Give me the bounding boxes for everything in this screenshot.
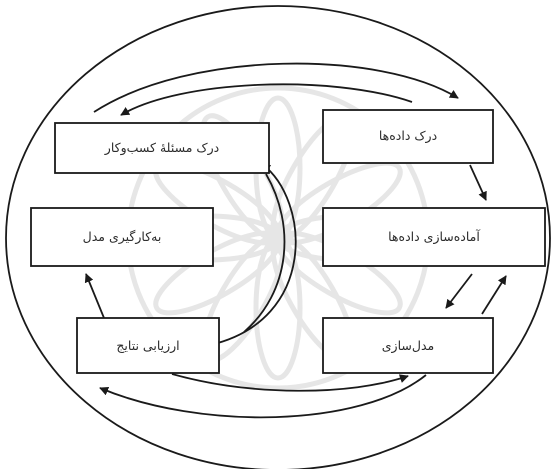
data-preparation-label: آماده‌سازی داده‌ها	[388, 229, 480, 245]
business-understanding-label: درک مسئلهٔ کسب‌وکار	[104, 140, 219, 156]
modeling-label: مدل‌سازی	[382, 338, 434, 354]
arrow-modeling-to-preparation	[482, 276, 506, 314]
arrow-evaluation-to-deployment	[86, 274, 104, 318]
arrow-modeling-to-evaluation	[100, 375, 426, 417]
arrow-preparation-to-modeling	[446, 274, 472, 308]
arrow-understanding-to-preparation	[470, 165, 486, 200]
data-understanding-label: درک داده‌ها	[379, 128, 437, 144]
deployment-label: به‌کارگیری مدل	[83, 229, 162, 245]
evaluation-label: ارزیابی نتایج	[116, 338, 179, 354]
